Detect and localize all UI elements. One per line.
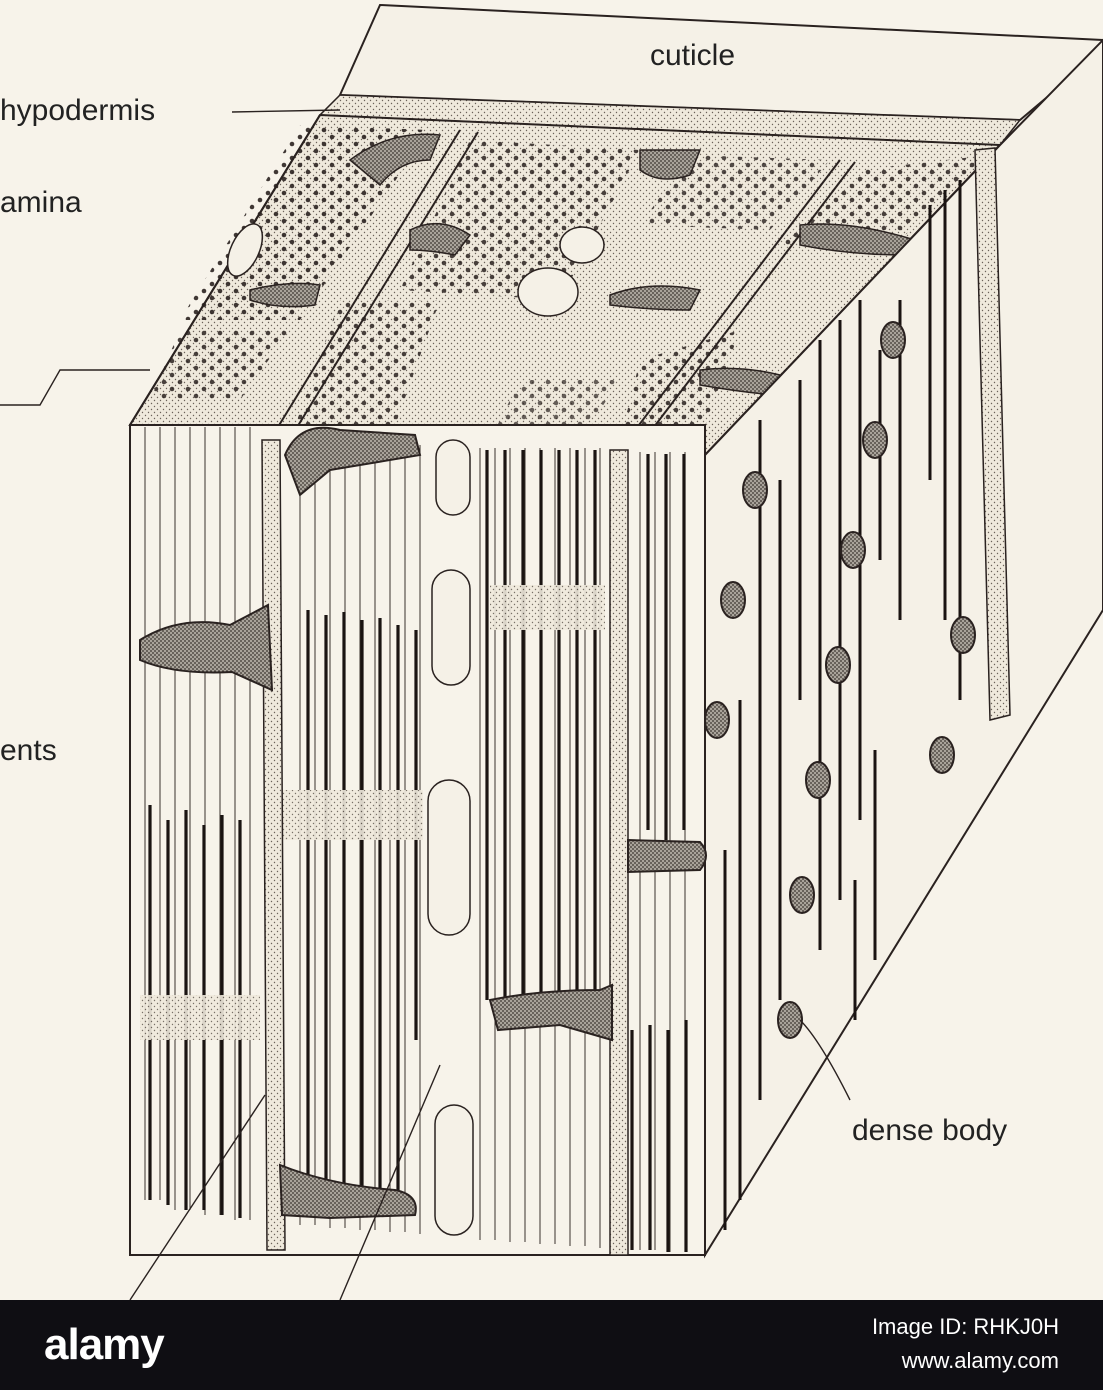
- dense-body: [929, 736, 955, 774]
- top-mitochondria: [226, 223, 605, 317]
- dense-body: [789, 876, 815, 914]
- dense-body: [840, 531, 866, 569]
- dense-body: [880, 321, 906, 359]
- leader-lines: [0, 109, 851, 1300]
- dense-bodies: [704, 321, 976, 1039]
- front-stipple-bands: [140, 585, 605, 1040]
- watermark-footer: alamy Image ID: RHKJ0H www.alamy.com: [0, 1300, 1103, 1390]
- dense-body: [862, 421, 888, 459]
- muscle-block-diagram: cuticle hypodermis amina ents dense body: [0, 3, 1103, 1300]
- right-face-membrane: [974, 147, 1011, 721]
- dense-body: [950, 616, 976, 654]
- front-dense-plaques: [139, 426, 707, 1220]
- right-face: [704, 38, 1103, 1259]
- dense-body: [825, 646, 851, 684]
- dense-body: [777, 1001, 803, 1039]
- label-filaments: ents: [0, 734, 57, 767]
- dense-body: [704, 701, 730, 739]
- top-face-dense-bands: [249, 133, 917, 456]
- site-url[interactable]: www.alamy.com: [901, 1348, 1059, 1373]
- label-dense-body: dense body: [852, 1114, 1007, 1147]
- right-face-filaments: [723, 180, 962, 1230]
- label-cuticle: cuticle: [650, 39, 735, 72]
- dense-body: [720, 581, 746, 619]
- dense-body: [805, 761, 831, 799]
- dense-body: [742, 471, 768, 509]
- image-id-text: Image ID: RHKJ0H: [871, 1314, 1059, 1339]
- label-hypodermis: hypodermis: [0, 94, 155, 127]
- brand-logo: alamy: [44, 1320, 165, 1369]
- front-mitochondria: [427, 439, 474, 1236]
- label-lamina: amina: [0, 186, 82, 219]
